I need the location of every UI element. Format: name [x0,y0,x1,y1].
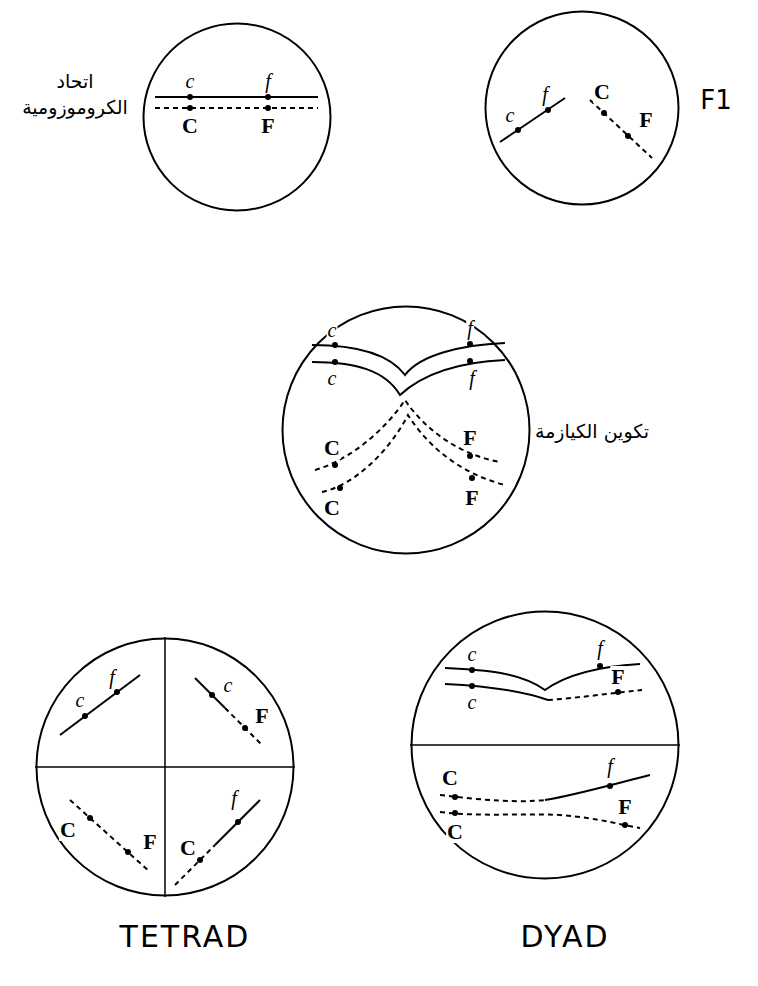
gene-label: c [327,368,338,388]
gene-label: C [179,837,197,859]
gene-label: F [638,109,653,131]
gene-label: F [254,705,269,727]
cell-circle: TETRADcfcFCFCf [35,637,295,897]
gene-label: C [593,81,611,103]
gene-label: F [462,427,477,449]
gene-label: c [467,644,478,664]
gene-label: c [75,690,86,710]
stage-label: DYAD [519,922,610,952]
stage-label: اتحاد الكروموزومية [17,69,134,120]
gene-label: f [606,756,614,776]
cell-outline [35,637,295,897]
gene-label: C [59,819,77,841]
gene-label: f [468,368,476,388]
gene-label: f [108,667,116,687]
gene-label: c [505,105,516,125]
gene-label: F [142,831,157,853]
gene-label: f [541,84,549,104]
gene-label: C [323,437,341,459]
cell-circle: DYADcfcFCfFC [410,610,680,880]
gene-label: F [464,487,479,509]
gene-label: c [185,71,196,91]
stage-label: تكوين الكيازمة [534,419,651,445]
gene-label: f [466,318,474,338]
gene-label: F [617,796,632,818]
generation-label: F1 [699,87,733,113]
gene-label: F [260,115,275,137]
cell-circle: F1cfCF [484,10,680,206]
gene-label: F [610,666,625,688]
gene-label: f [264,71,272,91]
gene-label: C [446,821,464,843]
gene-label: f [230,788,238,808]
gene-label: C [181,115,199,137]
gene-label: c [467,692,478,712]
gene-label: c [223,675,234,695]
cell-outline [281,305,531,555]
gene-label: C [441,767,459,789]
cell-outline [142,22,332,212]
cell-circle: تكوين الكيازمةccffCCFF [281,305,531,555]
gene-label: f [596,638,604,658]
cell-circle: اتحاد الكروموزوميةcfCF [142,22,332,212]
gene-label: C [323,497,341,519]
stage-label: TETRAD [119,922,252,952]
gene-label: c [327,320,338,340]
